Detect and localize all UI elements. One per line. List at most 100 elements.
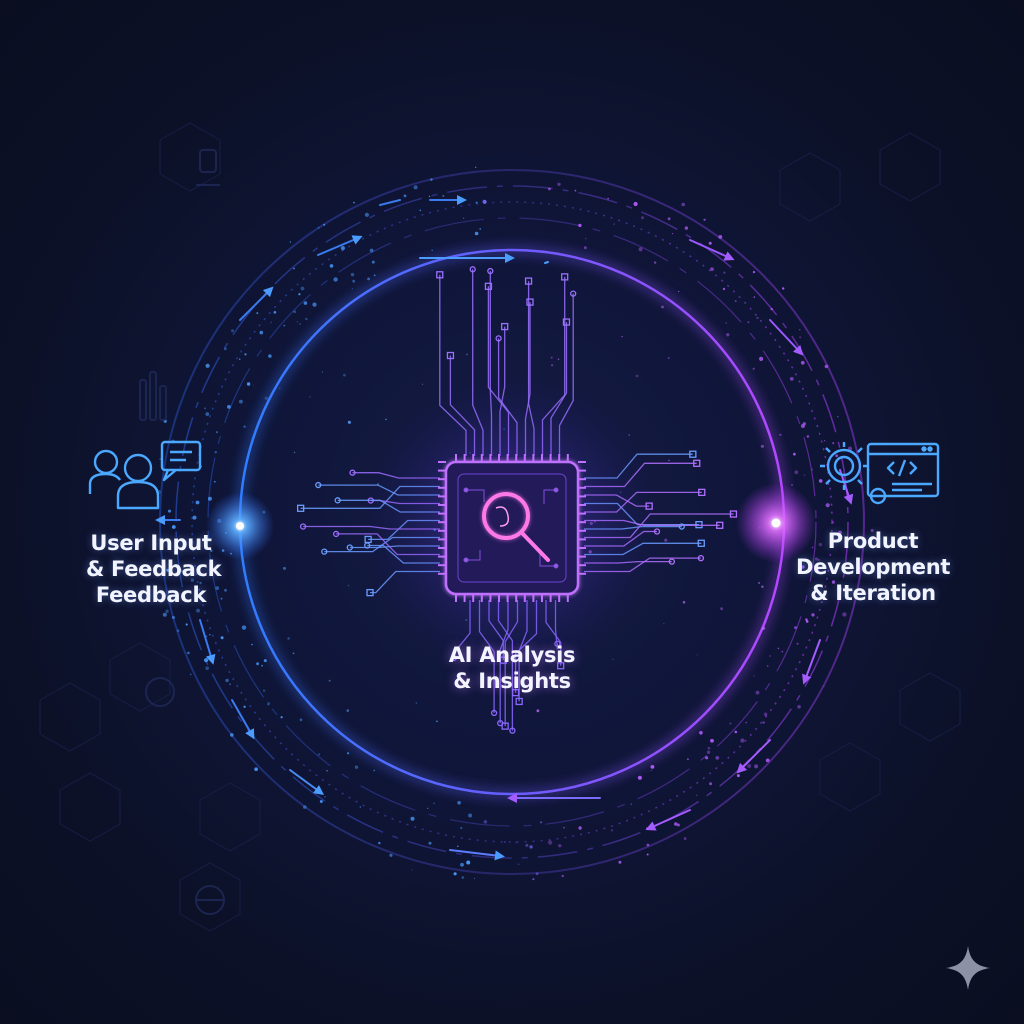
particle: [309, 396, 311, 398]
particle: [814, 557, 819, 561]
particle: [165, 609, 169, 613]
particle: [442, 195, 445, 197]
circuit-node: [321, 548, 328, 555]
particle: [171, 616, 175, 619]
particle: [411, 869, 413, 871]
particle: [351, 288, 353, 290]
circuit-node: [693, 459, 701, 467]
particle: [273, 311, 277, 314]
particle: [205, 666, 209, 670]
particle: [682, 600, 686, 604]
particle: [734, 730, 738, 734]
particle: [729, 722, 732, 725]
user-input-feedback-line-1: User Input: [90, 531, 212, 555]
particle: [664, 538, 668, 542]
particle: [667, 217, 671, 221]
particle: [475, 201, 478, 204]
particle: [473, 877, 475, 880]
particle: [824, 440, 826, 442]
particle: [618, 860, 622, 864]
particle: [532, 878, 535, 881]
particle: [256, 662, 260, 666]
particle: [745, 721, 747, 724]
particle: [207, 496, 212, 501]
circuit-node: [515, 697, 523, 706]
particle: [267, 702, 271, 705]
particle: [747, 321, 750, 324]
particle: [802, 422, 806, 426]
particle: [550, 356, 553, 359]
particle: [726, 333, 730, 337]
particle: [674, 822, 678, 826]
particle: [353, 201, 355, 204]
particle: [299, 323, 301, 325]
particle: [635, 374, 639, 378]
particle: [415, 702, 417, 704]
particle: [323, 223, 326, 226]
circuit-node: [501, 322, 509, 331]
right-glow-node: [736, 483, 816, 563]
product-development-line-2: Development: [796, 555, 951, 579]
circuit-node: [668, 558, 675, 565]
particle: [293, 310, 297, 314]
circuit-node: [524, 277, 533, 285]
circuit-node: [487, 267, 494, 275]
particle: [453, 872, 457, 876]
particle: [671, 233, 674, 235]
particle: [239, 399, 243, 404]
particle: [359, 806, 361, 808]
particle: [754, 764, 759, 769]
particle: [231, 329, 234, 333]
particle: [385, 418, 387, 421]
product-development-line-1: Product: [827, 529, 919, 553]
particle: [831, 521, 835, 524]
particle: [227, 405, 231, 409]
particle: [283, 566, 286, 570]
particle-field: [153, 166, 874, 881]
circuit-node: [716, 521, 724, 529]
circuit-node: [315, 481, 322, 489]
particle: [801, 565, 805, 569]
particle: [765, 758, 770, 763]
particle: [214, 451, 217, 454]
flow-arrows: [155, 195, 854, 861]
particle: [752, 367, 755, 370]
particle: [195, 500, 200, 505]
particle: [204, 658, 209, 663]
particle: [607, 197, 609, 200]
background-hexagons: [39, 122, 961, 932]
particle: [343, 373, 346, 377]
particle: [389, 853, 393, 857]
particle: [410, 816, 415, 821]
particle: [256, 312, 259, 315]
particle: [176, 629, 180, 632]
particle: [196, 542, 200, 546]
particle: [419, 209, 422, 212]
particle: [797, 705, 801, 709]
particle: [293, 451, 296, 454]
particle: [633, 201, 638, 207]
circuit-node: [678, 523, 685, 530]
particle: [373, 274, 376, 277]
particle: [818, 559, 820, 561]
circuit-node: [495, 335, 502, 342]
product-development-line-3: & Iteration: [810, 581, 936, 605]
particle: [268, 354, 272, 358]
particle: [433, 802, 435, 805]
particle: [457, 845, 459, 848]
particle: [789, 377, 794, 381]
particle: [460, 862, 464, 867]
circuit-node: [296, 504, 305, 512]
particle: [299, 718, 303, 722]
particle: [762, 721, 765, 724]
circuit-node: [436, 271, 444, 279]
particle: [574, 189, 577, 192]
particle: [239, 358, 241, 360]
particle: [650, 765, 655, 769]
particle: [364, 212, 369, 217]
particle: [468, 813, 473, 818]
particle: [842, 612, 847, 617]
particle: [794, 626, 797, 629]
particle: [557, 182, 561, 186]
particle: [646, 853, 649, 856]
